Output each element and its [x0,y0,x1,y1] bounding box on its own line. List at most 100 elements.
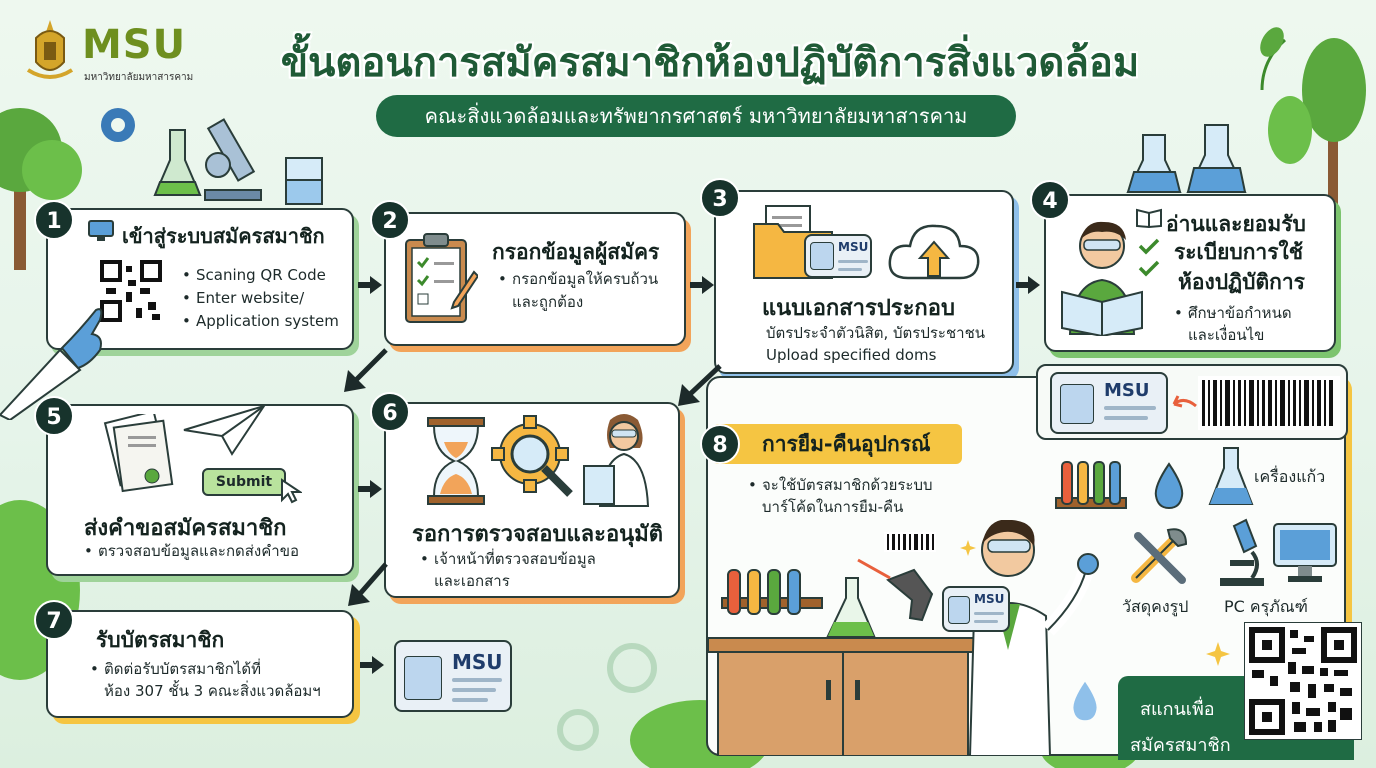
step-4-number: 4 [1030,180,1070,220]
scan-text-line2: สมัครสมาชิก [1130,735,1231,756]
step-3-title: แนบเอกสารประกอบ [762,296,955,321]
water-drop-icon [1073,681,1097,721]
member-card-icon: MSU [942,586,1010,632]
staff-person-icon [583,414,650,507]
microscope-icon [204,118,262,201]
step-4-bullet: ศึกษาข้อกำหนด [1174,302,1292,324]
sparkle-icon [1206,642,1230,666]
step-4-extra: และเงื่อนไข [1188,326,1265,344]
tree-icon [1268,38,1366,220]
book-icon [1136,208,1162,228]
arrow-down-left-icon [344,348,388,392]
barcode-icon [1198,376,1340,430]
sparkle-icon [960,540,976,556]
step-5-bullet: ตรวจสอบข้อมูลและกดส่งคำขอ [84,540,299,562]
flask-icon [153,129,202,196]
step-7-number: 7 [34,600,74,640]
computer-icon [88,220,114,241]
id-card-label: MSU [838,240,869,254]
step-1-bullet: Enter website/ [182,287,304,309]
paper-plane-icon [183,404,266,456]
equipment-label-glassware: เครื่องแก้ว [1254,467,1326,486]
step-1-bullet: Application system [182,310,339,332]
qr-code-icon [98,258,164,324]
step-6-bullet: เจ้าหน้าที่ตรวจสอบข้อมูล [420,548,596,570]
page-title: ขั้นตอนการสมัครสมาชิกห้องปฏิบัติการสิ่งแ… [280,40,1140,86]
registration-qr-code[interactable] [1244,622,1362,740]
step-4-title: ระเบียบการใช้ [1174,240,1303,264]
checkmark-icon [1138,238,1160,277]
equipment-label-fixed-materials: วัสดุคงรูป [1122,597,1189,616]
step-3-line: บัตรประจำตัวนิสิต, บัตรประชาชน [766,324,986,342]
step-7-title: รับบัตรสมาชิก [96,628,225,652]
arrow-right-icon [358,276,382,294]
step-6-extra: และเอกสาร [434,572,510,590]
equipment-label-pc: PC ครุภัณฑ์ [1224,597,1308,616]
lab-bench-illustration [708,520,1099,756]
step-3-card [714,190,1014,374]
tools-icon [1131,528,1188,584]
test-tube-rack-icon [721,569,823,615]
member-card-label: MSU [1104,380,1150,401]
cursor-icon [281,478,302,504]
step-3-number: 3 [700,178,740,218]
logo-subtitle: มหาวิทยาลัยมหาสารคาม [84,72,194,83]
step-4-title: อ่านและยอมรับ [1166,212,1306,236]
step-2-title: กรอกข้อมูลผู้สมัคร [492,240,660,264]
step-8-bullet: จะใช้บัตรสมาชิกด้วยระบบ [748,474,932,496]
test-tube-rack-icon [1055,461,1127,509]
step-8-extra: บาร์โค้ดในการยืม-คืน [762,498,904,516]
step-2-extra: และถูกต้อง [512,293,584,311]
step-5-number: 5 [34,396,74,436]
msu-logo: MSU มหาวิทยาลัยมหาสารคาม [22,18,232,88]
member-card-icon: MSU [1050,372,1168,434]
member-card-icon: MSU [394,640,512,712]
gear-magnifier-icon [491,415,573,497]
beaker-icon [285,157,323,205]
page-subtitle: คณะสิ่งแวดล้อมและทรัพยากรศาสตร์ มหาวิทยา… [376,95,1016,137]
step-4-title: ห้องปฏิบัติการ [1178,270,1305,294]
step-2-bullet: กรอกข้อมูลให้ครบถ้วน [498,268,658,290]
step-3-line: Upload specified doms [766,346,937,364]
flask-icon [826,577,876,637]
reading-person-icon [1061,221,1143,336]
step-7-bullet: ติดต่อรับบัตรสมาชิกได้ที่ [90,658,261,680]
scan-text-line1: สแกนเพื่อ [1140,699,1215,720]
logo-text: MSU [82,22,187,68]
submit-button: Submit [202,468,286,496]
arrow-down-left-icon [348,562,388,606]
step-1-title: เข้าสู่ระบบสมัครสมาชิก [122,224,325,248]
computer-icon [1273,523,1337,582]
clipboard-icon [405,233,478,323]
arrow-right-icon [358,480,382,498]
scanning-hand-icon [0,308,103,420]
curved-arrow-icon [1172,395,1197,408]
step-6-title: รอการตรวจสอบและอนุมัติ [412,522,663,547]
arrow-down-left-icon [678,364,722,406]
step-5-title: ส่งคำขอสมัครสมาชิก [84,516,287,541]
arrow-right-icon [690,276,714,294]
water-drop-icon [1154,462,1184,510]
id-card-icon: MSU [804,234,872,278]
step-6-number: 6 [370,392,410,432]
barcode-scanner-icon [857,532,936,622]
gear-icon [101,108,135,142]
step-8-title: การยืม-คืนอุปกรณ์ [712,424,962,464]
university-crest-icon [26,20,74,79]
tree-icon [0,108,82,270]
arrow-right-icon [1016,276,1040,294]
step-1-bullet: Scaning QR Code [182,264,326,286]
glassware-flask-icon [1208,447,1254,505]
step-1-number: 1 [34,200,74,240]
hourglass-icon [427,417,485,505]
cloud-upload-icon [888,224,980,280]
member-card-label: MSU [452,650,503,674]
documents-icon [103,414,174,493]
step-7-extra: ห้อง 307 ชั้น 3 คณะสิ่งแวดล้อมฯ [104,682,321,700]
member-card-label: MSU [974,592,1005,606]
microscope-icon [1220,518,1264,586]
arrow-right-icon [360,656,384,674]
flask-icon [1126,124,1247,193]
step-8-number: 8 [700,424,740,464]
step-2-number: 2 [370,200,410,240]
